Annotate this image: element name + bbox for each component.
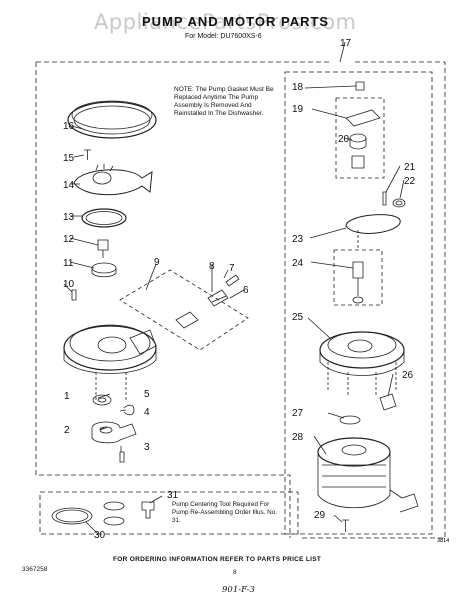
callout-15: 15 <box>63 153 75 164</box>
tool-frame <box>39 491 299 535</box>
heater-frame <box>119 269 249 351</box>
tool-note: Pump Centering Tool Required For Pump Re… <box>172 501 277 524</box>
corner-code: 3814 <box>437 538 449 544</box>
model-subtitle: For Model: DU7600XS-6 <box>185 33 262 40</box>
watermark: AppliancePartsPros.com <box>94 10 357 34</box>
callout-25: 25 <box>292 312 304 323</box>
callout-14: 14 <box>63 180 75 191</box>
callout-11: 11 <box>63 258 74 269</box>
callout-7: 7 <box>229 263 235 274</box>
callout-labels: 17 16 15 14 13 12 11 10 9 8 7 6 5 4 3 2 … <box>63 38 449 544</box>
document-number: 3367258 <box>22 566 48 573</box>
callout-16: 16 <box>63 121 75 132</box>
callout-20: 20 <box>338 134 350 145</box>
callout-19: 19 <box>292 104 304 115</box>
page-title: PUMP AND MOTOR PARTS <box>142 14 330 29</box>
callout-1: 1 <box>64 391 70 402</box>
callout-28: 28 <box>292 432 304 443</box>
callout-10: 10 <box>63 279 75 290</box>
outer-frame <box>35 61 446 539</box>
callout-26: 26 <box>402 370 414 381</box>
impeller-frame <box>333 249 383 306</box>
callout-6: 6 <box>243 285 249 296</box>
callout-31: 31 <box>167 490 179 501</box>
callout-8: 8 <box>209 261 215 272</box>
motor-frame <box>284 71 433 535</box>
callout-5: 5 <box>144 389 150 400</box>
page-number: 8 <box>233 569 237 576</box>
callout-9: 9 <box>154 257 160 268</box>
seal-frame <box>335 97 385 179</box>
handwritten-code: 901-F-3 <box>222 585 255 595</box>
callout-30: 30 <box>94 530 106 541</box>
callout-27: 27 <box>292 408 304 419</box>
gasket-note: NOTE: The Pump Gasket Must Be Replaced A… <box>174 86 274 117</box>
callout-17: 17 <box>340 38 352 49</box>
callout-18: 18 <box>292 82 304 93</box>
ordering-footer: FOR ORDERING INFORMATION REFER TO PARTS … <box>113 556 322 563</box>
callout-4: 4 <box>144 407 150 418</box>
callout-2: 2 <box>64 425 70 436</box>
callout-22: 22 <box>404 176 416 187</box>
callout-12: 12 <box>63 234 75 245</box>
callout-24: 24 <box>292 258 304 269</box>
callout-13: 13 <box>63 212 75 223</box>
callout-23: 23 <box>292 234 304 245</box>
callout-3: 3 <box>144 442 150 453</box>
callout-21: 21 <box>404 162 416 173</box>
callout-29: 29 <box>314 510 326 521</box>
